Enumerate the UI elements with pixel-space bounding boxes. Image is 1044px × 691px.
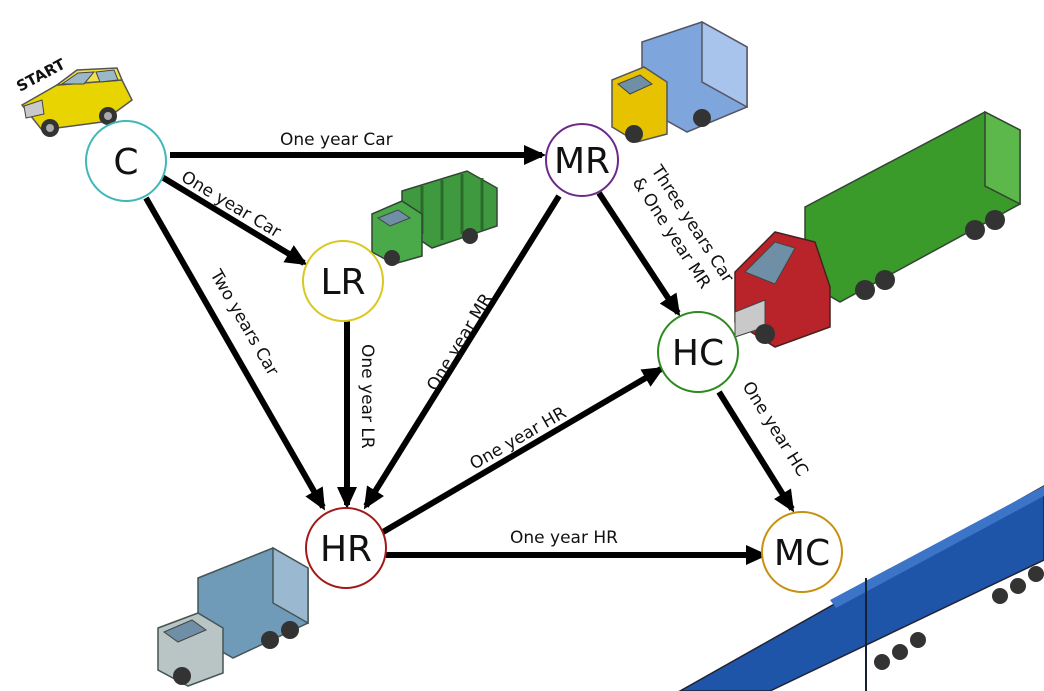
edge-label-hr-hc: One year HR [467, 403, 571, 474]
node-hc-circle [657, 311, 739, 393]
node-hc: HC [657, 311, 739, 393]
node-mr-label: MR [554, 141, 610, 182]
node-mc-circle [761, 511, 843, 593]
node-c: C [85, 120, 167, 202]
edge-label-hc-mc: One year HC [738, 378, 812, 480]
node-mc-label: MC [774, 533, 830, 574]
edge-label-mr-hr: One year MR [423, 290, 497, 395]
node-c-label: C [113, 142, 138, 183]
edge-hr-to-hc [381, 366, 665, 535]
yellow-suv-icon [20, 67, 133, 137]
node-mr-circle [545, 123, 619, 197]
edge-label-lr-hr: One year LR [357, 344, 377, 449]
node-c-circle [85, 120, 167, 202]
edge-mr-to-hc [596, 191, 681, 317]
node-hr: HR [305, 507, 387, 589]
blue-road-train-icon [678, 485, 1044, 691]
edge-c-to-lr [160, 174, 308, 266]
edge-c-to-hr [143, 196, 326, 511]
node-hr-label: HR [320, 529, 372, 570]
node-hr-circle [305, 507, 387, 589]
node-lr: LR [302, 240, 384, 322]
edge-label-hr-mc: One year HR [510, 528, 618, 548]
node-mc: MC [761, 511, 843, 593]
red-semi-truck-icon [734, 110, 1021, 348]
node-lr-circle [302, 240, 384, 322]
node-mr: MR [545, 123, 619, 197]
node-hc-label: HC [672, 333, 724, 374]
node-lr-label: LR [320, 262, 365, 303]
blue-box-truck-icon [611, 20, 748, 143]
edge-hc-to-mc [716, 390, 795, 513]
green-stake-truck-icon [371, 170, 498, 266]
edge-label-c-mr: One year Car [280, 130, 393, 150]
edges [143, 145, 795, 565]
edge-label-c-lr: One year Car [177, 167, 284, 242]
edge-mr-to-hr [363, 194, 562, 510]
grey-box-truck-icon [157, 546, 309, 687]
